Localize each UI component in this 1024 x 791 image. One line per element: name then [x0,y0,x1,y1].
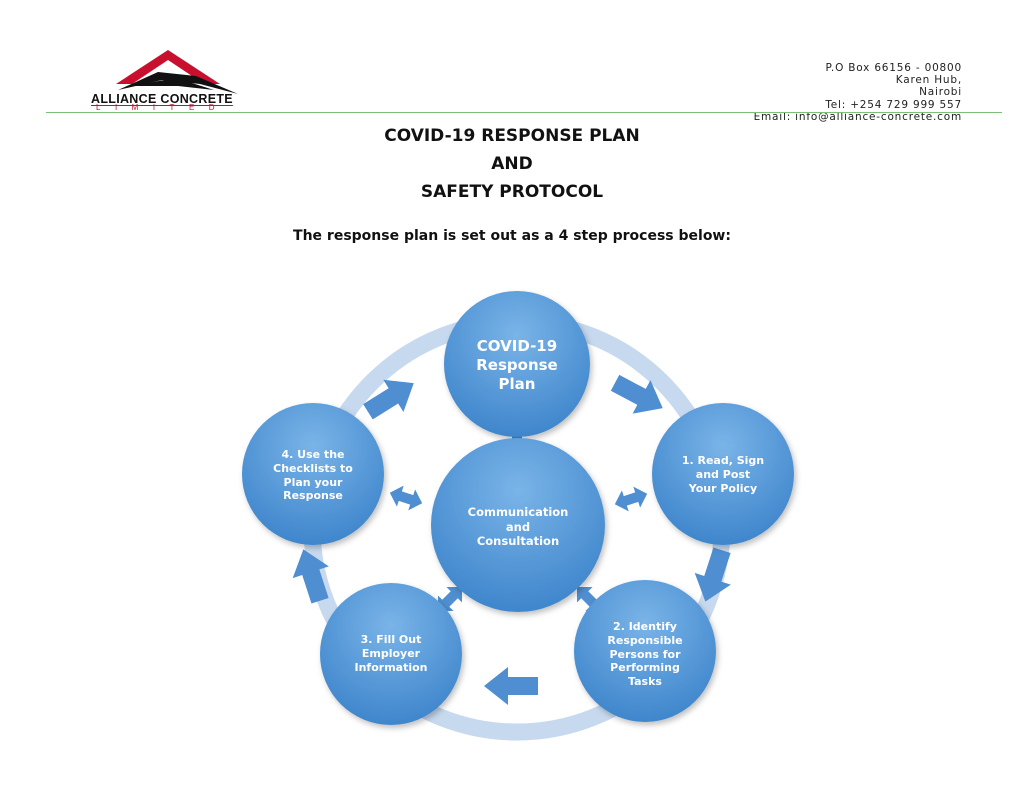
step-4-label: 4. Use the Checklists to Plan your Respo… [240,448,386,503]
step-4-line: Response [283,489,343,503]
center-node-line: Communication [467,505,569,519]
step-3-line: 3. Fill Out [360,633,422,646]
step-2-label: 2. Identify Responsible Persons for Perf… [572,620,718,689]
title-line-1: COVID-19 RESPONSE PLAN [384,126,640,146]
step-4-line: Checklists to [273,461,353,475]
contact-block: P.O Box 66156 - 00800 Karen Hub, Nairobi… [754,62,962,123]
step-3-line: Information [354,660,428,674]
step-2-line: 2. Identify [613,620,677,633]
header-divider [46,112,1002,113]
node-step-3 [320,583,462,725]
contact-po-box: P.O Box 66156 - 00800 [825,62,962,74]
step-2-line: Tasks [628,675,662,689]
center-node-line: Consultation [476,534,560,548]
double-arrow-center-step4 [386,482,426,514]
step-3-line: Employer [361,646,421,660]
contact-location: Karen Hub, [895,74,962,87]
title-line-3: SAFETY PROTOCOL [420,182,604,202]
logo-black-swoosh [118,72,238,94]
top-node-line: Plan [498,375,536,393]
top-node-line: COVID-19 [476,337,558,355]
title-line-2: AND [491,154,533,174]
page-subtitle: The response plan is set out as a 4 step… [293,228,731,244]
step-1-line: and Post [695,467,751,481]
step-4-line: Plan your [283,475,343,489]
cycle-arrow-step2-to-step3 [484,667,538,705]
node-step-2 [574,580,716,722]
top-node-line: Response [476,356,558,374]
step-4-line: 4. Use the [281,448,345,461]
logo-red-roof [116,50,220,84]
contact-city: Nairobi [919,86,962,99]
step-2-line: Responsible [607,633,683,647]
node-center-communication [431,438,605,612]
logo-black-base [130,78,214,90]
center-node-label: Communication and Consultation [430,505,606,549]
alliance-concrete-logo [116,50,238,94]
step-1-line: 1. Read, Sign [681,454,765,467]
node-step-4 [242,403,384,545]
step-2-line: Persons for [609,647,681,661]
page-title: COVID-19 RESPONSE PLAN AND SAFETY PROTOC… [0,122,1024,206]
double-arrow-center-step1 [611,483,651,515]
node-top-response-plan [444,291,590,437]
center-node-line: and [505,519,531,534]
step-3-label: 3. Fill Out Employer Information [320,633,462,674]
step-1-label: 1. Read, Sign and Post Your Policy [650,454,796,495]
contact-phone: Tel: +254 729 999 557 [825,98,962,111]
company-name: ALLIANCE CONCRETE [91,92,233,106]
step-2-line: Performing [610,661,680,675]
step-1-line: Your Policy [688,481,758,495]
node-step-1 [652,403,794,545]
top-node-label: COVID-19 Response Plan [446,337,588,394]
contact-email: Email: info@alliance-concrete.com [753,110,962,123]
company-sub: LIMITED [96,103,230,112]
